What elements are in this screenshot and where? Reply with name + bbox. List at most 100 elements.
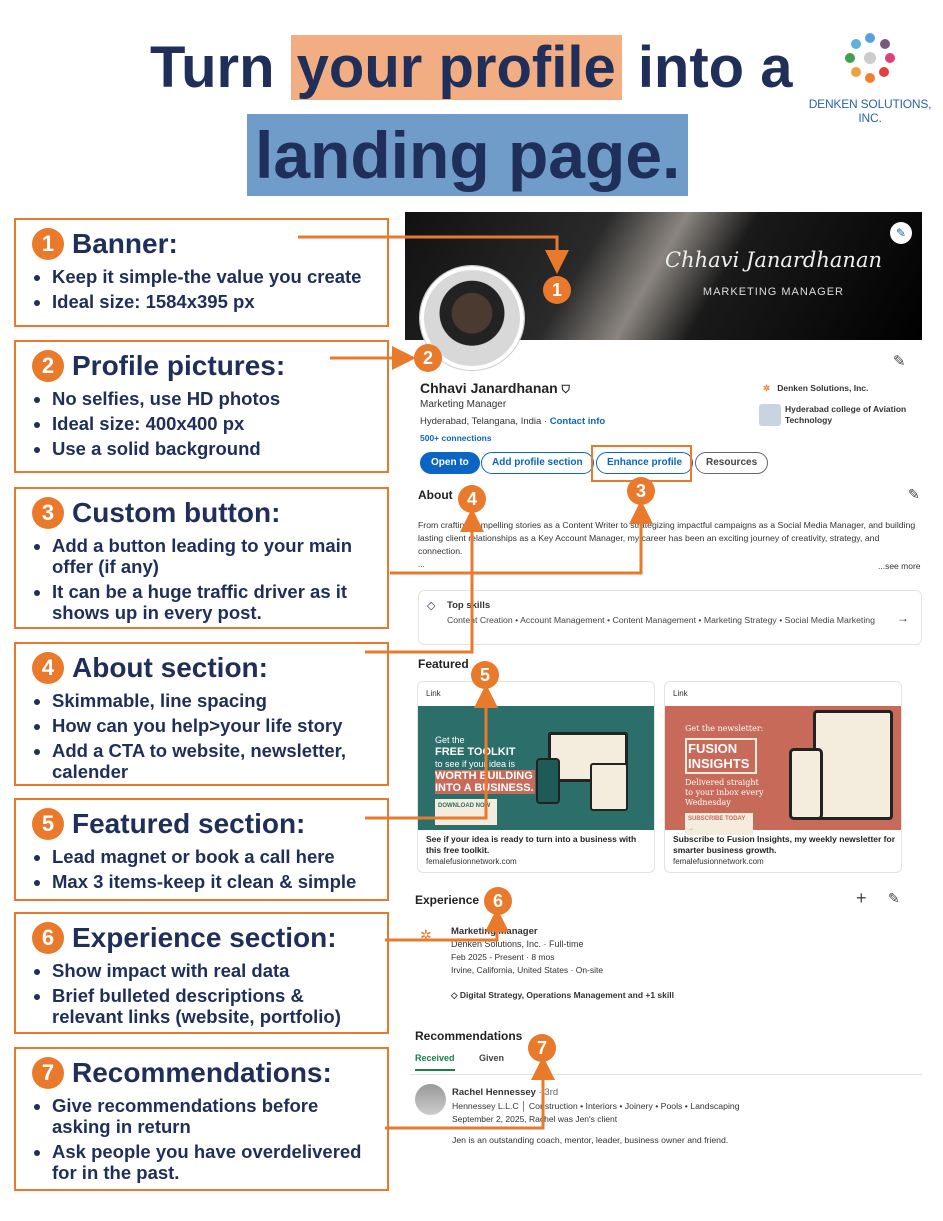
featured-domain: femalefusionnetwork.com [426,857,517,866]
callout-badge: 2 [414,344,442,372]
experience-heading: Experience [415,893,480,907]
company-logo-icon: ✲ [420,927,432,943]
company-logo-icon: ✲ [763,383,771,393]
panel-recommendations: 7 Recommendations: Give recommendations b… [14,1047,389,1191]
callout-badge: 4 [458,485,486,513]
top-skills-card[interactable]: ◇ Top skills Content Creation • Account … [418,590,922,645]
edit-about-icon[interactable]: ✎ [908,486,920,502]
exp-role: Marketing Manager [451,926,538,937]
resources-button[interactable]: Resources [695,452,769,474]
exp-location: Irvine, California, United States · On-s… [451,965,604,975]
exp-dates: Feb 2025 - Present · 8 mos [451,952,555,962]
avatar[interactable] [420,266,524,370]
connection-degree: · 3rd [538,1087,559,1098]
school-logo-icon [759,404,781,426]
tip: Show impact with real data [52,960,377,981]
tablet-mockup [813,710,893,820]
featured-domain: femalefusionnetwork.com [673,857,764,866]
about-ellipsis: ... [418,560,425,569]
recommender-name[interactable]: Rachel Hennessey [452,1087,536,1098]
banner-role: MARKETING MANAGER [702,286,844,298]
skills-title: Top skills [447,600,491,611]
toolkit-image: Get the FREE TOOLKIT to see if your idea… [418,706,654,830]
see-more-link[interactable]: ...see more [878,561,921,571]
recommender-headline: Hennessey L.L.C │ Construction • Interio… [452,1101,740,1111]
panel-title: Recommendations: [72,1057,332,1088]
recommender-avatar[interactable] [415,1084,446,1115]
recommendation-meta: September 2, 2025, Rachel was Jen's clie… [452,1114,618,1124]
headline: Marketing Manager [420,399,507,410]
step-number: 4 [32,652,64,684]
exp-company: Denken Solutions, Inc. · Full-time [451,939,584,949]
add-icon[interactable]: + [856,888,867,908]
tip: Ask people you have overdelivered for in… [52,1141,377,1183]
tab-given[interactable]: Given [479,1053,505,1063]
featured-tag: Link [673,689,688,698]
contact-info-link[interactable]: Contact info [549,416,606,427]
tip: Use a solid background [52,438,377,459]
phone-mockup [789,748,823,820]
callout-badge: 5 [471,661,499,689]
profile-name: Chhavi Janardhanan ⛉ [420,380,570,397]
featured-item-toolkit[interactable]: Link Get the FREE TOOLKIT to see if your… [417,681,655,873]
featured-heading: Featured [418,657,469,671]
title-text: Turn [150,35,291,100]
title-highlight: your profile [290,35,622,100]
tip: Brief bulleted descriptions & relevant l… [52,985,377,1027]
recommendation-text: Jen is an outstanding coach, mentor, lea… [452,1135,729,1145]
current-company[interactable]: ✲ Denken Solutions, Inc. [763,383,868,394]
open-to-button[interactable]: Open to [420,452,480,474]
enhance-profile-button[interactable]: Enhance profile [596,452,694,474]
tip: Ideal size: 400x400 px [52,413,377,434]
connections-link[interactable]: 500+ connections [420,433,492,443]
panel-title: Featured section: [72,808,306,839]
img-cta: DOWNLOAD NOW → [435,799,497,825]
laptop-mockup [548,732,628,782]
tip: Give recommendations before asking in re… [52,1095,377,1137]
edit-intro-icon[interactable]: ✎ [893,353,906,370]
img-text: WORTH BUILDING INTO A BUSINESS. [435,770,535,794]
tablet-mockup [590,763,628,811]
tip: Lead magnet or book a call here [52,846,377,867]
step-number: 6 [32,922,64,954]
edit-banner-icon[interactable]: ✎ [890,222,912,244]
callout-badge: 1 [543,276,571,304]
featured-item-newsletter[interactable]: Link Get the newsletter: FUSION INSIGHTS… [664,681,902,873]
newsletter-image: Get the newsletter: FUSION INSIGHTS Deli… [665,706,901,835]
exp-skills: Digital Strategy, Operations Management … [459,990,674,1000]
featured-caption: Subscribe to Fusion Insights, my weekly … [673,834,895,855]
img-text: FUSION INSIGHTS [685,738,757,774]
step-number: 7 [32,1057,64,1089]
add-profile-section-button[interactable]: Add profile section [481,452,594,474]
tip: Add a button leading to your main offer … [52,535,377,577]
panel-title: Profile pictures: [72,350,286,381]
edit-experience-icon[interactable]: ✎ [888,890,900,906]
phone-mockup [536,758,560,804]
callout-badge: 3 [627,477,655,505]
logo-name: DENKEN SOLUTIONS, INC. [808,97,932,125]
location: Hyderabad, Telangana, India [420,416,542,427]
panel-title: Banner: [72,228,178,259]
verified-icon: ⛉ [561,384,570,396]
tip: Keep it simple-the value you create [52,266,377,287]
school-name[interactable]: Hyderabad college of Aviation Technology [785,404,907,425]
img-cta: SUBSCRIBE TODAY → [685,813,753,835]
divider [410,1074,922,1075]
recommendations-heading: Recommendations [415,1029,523,1043]
banner-signature: Chhavi Janardhanan [665,248,882,272]
panel-title: About section: [72,652,268,683]
name-text: Chhavi Janardhanan [420,380,558,396]
arrow-right-icon[interactable]: → [897,611,909,625]
tip: No selfies, use HD photos [52,388,377,409]
tab-received[interactable]: Received [415,1053,455,1071]
step-number: 5 [32,808,64,840]
title-text: into a [621,35,793,100]
diamond-icon: ◇ [427,600,436,612]
tip: How can you help>your life story [52,715,377,736]
tip: It can be a huge traffic driver as it sh… [52,581,377,623]
